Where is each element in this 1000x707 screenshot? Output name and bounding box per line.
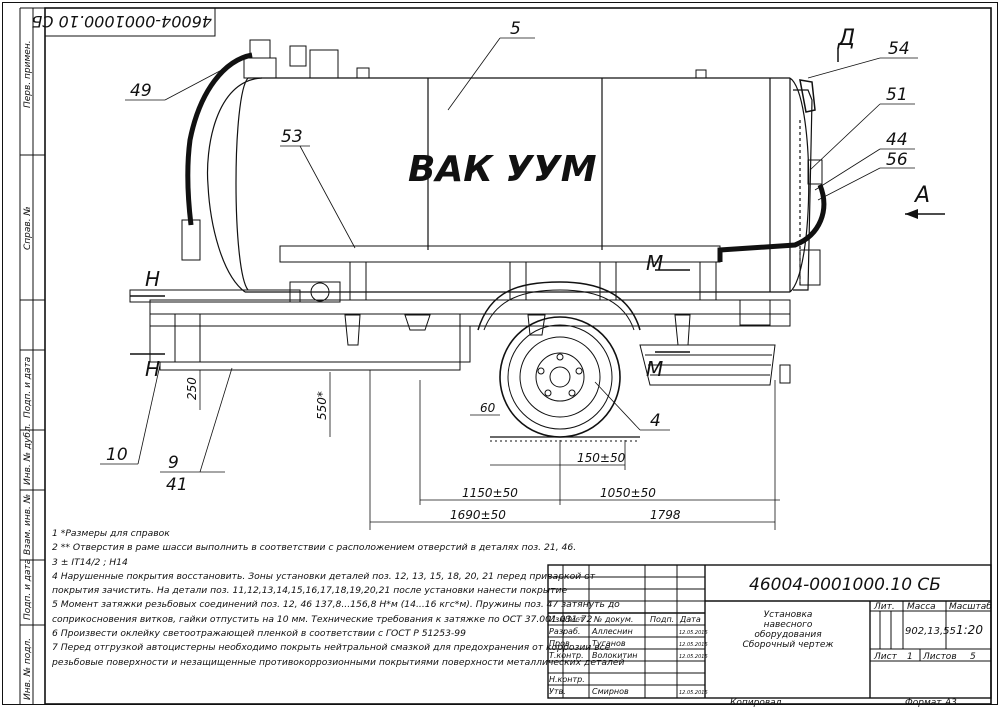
callout-5: 5 [510,19,521,39]
strip-label-inv-dubl: Инв. № дубл. [23,423,33,485]
header-data: Дата [679,615,701,624]
note-4a: 4 Нарушенные покрытия восстановить. Зоны… [52,570,596,582]
callout-9: 9 [168,453,179,473]
note-7a: 7 Перед отгрузкой автоцистерны необходим… [52,642,611,654]
role-nkontr: Н.контр. [549,675,585,684]
dim-1690: 1690±50 [450,508,506,522]
role-tkontr: Т.контр. [549,651,584,660]
view-arrow-a: А [913,183,930,208]
section-markers [130,48,945,355]
strip-label-podp-data-2: Подп. и дата [23,559,33,620]
sheets-label: Листов [922,652,957,662]
date-prov: 12.05.2015 [679,642,708,648]
section-n-top: Н [145,267,160,291]
callout-54: 54 [888,39,910,59]
dim-60: 60 [480,401,496,415]
title-name-line-2: навесного [764,620,813,630]
dim-250: 250 [185,377,199,400]
title-name-line-3: оборудования [754,630,822,640]
section-d: Д [837,26,855,51]
role-prov: Пров. [549,639,572,648]
side-strip: Перв. примен. Справ. № Подп. и дата Инв.… [19,7,45,704]
dim-550: 550* [315,391,329,420]
format-value: А3 [944,698,957,707]
header-list: Лист [563,615,585,624]
callout-44: 44 [886,130,908,150]
title-name-line-1: Установка [764,610,813,620]
note-7b: резьбовые поверхности и незащищенные про… [52,656,625,668]
name-utv: Смирнов [592,687,629,696]
scale-value: 1:20 [956,623,983,637]
copied-label: Копировал [730,698,782,707]
title-block [547,564,992,699]
strip-label-perv-primen: Перв. примен. [23,40,33,108]
strip-label-vzam-inv: Взам. инв. № [23,494,33,555]
note-2: 2 ** Отверстия в раме шасси выполнить в … [52,542,577,554]
scale-label: Масштаб [949,602,992,612]
dim-1798: 1798 [650,508,681,522]
header-podp: Подп. [650,615,674,624]
note-5b: соприкосновения витков, гайки отпустить … [52,613,593,625]
callout-51: 51 [886,85,908,105]
callout-56: 56 [886,150,908,170]
note-6: 6 Произвести оклейку светоотражающей пле… [52,628,466,640]
callout-4: 4 [650,411,661,431]
section-m-top: М [646,251,663,275]
note-1: 1 *Размеры для справок [52,528,170,539]
header-izm: Изм. [549,615,568,624]
note-3: 3 ± IT14/2 ; H14 [52,556,128,568]
callout-41: 41 [166,475,188,495]
title-designation: 46004-0001000.10 СБ [749,575,941,595]
note-4b: покрытия зачистить. На детали поз. 11,12… [52,585,568,597]
date-tkontr: 12.05.2015 [679,654,708,660]
callout-leaders [100,37,918,473]
title-name-line-4: Сборочный чертеж [742,640,834,650]
wheel [477,281,641,438]
strip-label-podp-data-1: Подп. и дата [23,357,33,418]
sheet-label: Лист [873,652,898,662]
format-label: Формат [905,698,942,707]
dimension-lines [199,370,780,530]
callout-10: 10 [106,445,128,465]
date-utv: 12.05.2015 [679,690,708,696]
section-m-bottom: М [646,357,663,381]
name-prov: Туганов [592,639,626,648]
name-razrab: Аллеснин [591,627,633,636]
role-razrab: Разраб. [549,627,580,636]
technical-notes: 1 *Размеры для справок 2 ** Отверстия в … [52,527,625,670]
header-doc: № докум. [593,615,633,624]
lit-label: Лит. [873,602,895,612]
inner-frame [44,7,992,705]
strip-label-inv-podl: Инв. № подл. [23,638,33,700]
sheet-value: 1 [907,652,913,662]
dim-1050: 1050±50 [600,486,656,500]
role-utv: Утв. [549,687,566,696]
date-razrab: 12.05.2015 [679,630,708,636]
callout-53: 53 [281,127,303,147]
note-5a: 5 Момент затяжки резьбовых соединений по… [52,599,620,611]
dim-1150: 1150±50 [462,486,518,500]
discharge-pipe [717,79,827,286]
tank-lettering: ВАК УУМ [408,149,597,190]
strip-label-sprav: Справ. № [23,206,33,250]
top-fittings [243,39,707,79]
rotated-doc-number: 46004-0001000.10 СБ [31,12,212,31]
rotated-doc-box [44,7,216,37]
chassis-frame [129,245,791,386]
mass-value: 902,13,55 [905,626,956,637]
dim-150: 150±50 [577,451,626,465]
callout-49: 49 [130,81,152,101]
section-n-bottom: Н [145,357,160,381]
name-tkontr: Волокитин [592,651,638,660]
mass-label: Масса [907,602,936,612]
sheets-value: 5 [970,652,976,662]
